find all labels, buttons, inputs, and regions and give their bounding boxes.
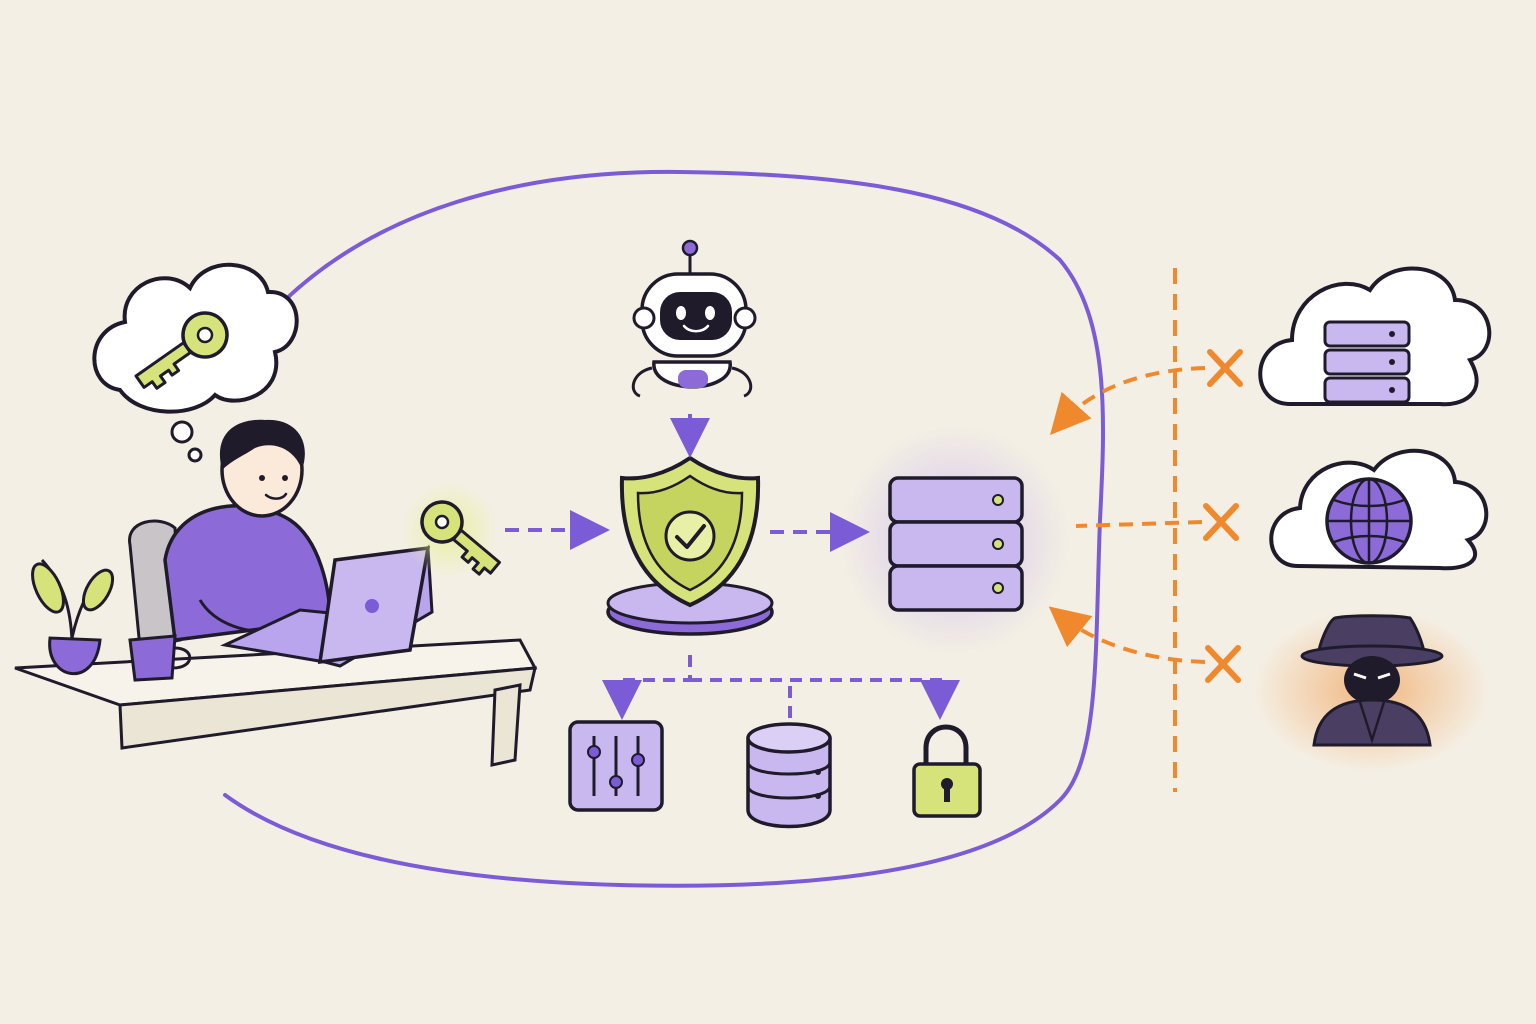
blocked-requests [1048, 366, 1206, 664]
server-icon [840, 425, 1070, 655]
padlock-icon [912, 724, 982, 818]
developer-at-laptop-icon [14, 419, 538, 767]
trust-boundary [223, 169, 1106, 888]
key-thought-cloud-icon [92, 262, 299, 463]
cloud-globe-icon [1269, 448, 1489, 571]
cloud-server-icon [1258, 266, 1492, 407]
shield-check-icon [606, 455, 774, 636]
spy-icon [1254, 608, 1490, 772]
api-key-icon [402, 482, 501, 578]
internal-flows [505, 414, 960, 720]
robot-agent-icon [631, 239, 757, 398]
sliders-icon [568, 720, 664, 812]
database-icon [746, 722, 832, 829]
block-x-icon [1203, 349, 1243, 683]
